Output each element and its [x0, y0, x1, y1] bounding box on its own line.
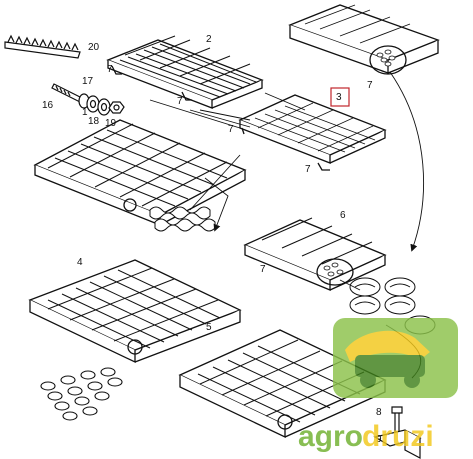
- callout-labels: 20 2 7 7 17 16 18 19 1 3 7 7 7 6 7 4 5 8…: [42, 34, 382, 445]
- part-2-upper-grate: [106, 35, 264, 109]
- callout-20: 20: [88, 42, 100, 53]
- callout-7e: 7: [367, 80, 373, 91]
- callout-9: 9: [376, 434, 382, 445]
- callout-3-highlight-box: [330, 87, 350, 107]
- callout-19: 19: [105, 118, 117, 129]
- callout-3: 3: [336, 92, 342, 103]
- callout-4: 4: [77, 257, 83, 268]
- top-right-sieve: [288, 4, 440, 75]
- callout-8: 8: [376, 407, 382, 418]
- part-17-washer: [86, 95, 100, 113]
- callout-17: 17: [82, 76, 94, 87]
- callout-2: 2: [206, 34, 212, 45]
- callout-16: 16: [42, 100, 54, 111]
- part-3-sieve-frame: [238, 94, 387, 171]
- callout-7b: 7: [177, 96, 183, 107]
- callout-18: 18: [88, 116, 100, 127]
- callout-7d: 7: [305, 164, 311, 175]
- part-20-comb-strip: [4, 34, 81, 59]
- corrugated-strips: [149, 206, 216, 232]
- part-16-bolt: [51, 83, 90, 109]
- watermark-text-druzi: druzi: [362, 420, 434, 453]
- callout-7a: 7: [107, 64, 113, 75]
- callout-7c: 7: [228, 124, 234, 135]
- watermark-text-agro: agro: [298, 420, 363, 453]
- callout-1: 1: [82, 107, 88, 118]
- part-4-large-grate: [28, 259, 242, 364]
- part-6-middle-sieve: [243, 217, 387, 291]
- part-1-large-grate: [33, 119, 247, 226]
- callout-6: 6: [340, 210, 346, 221]
- fastener-group: [51, 83, 125, 116]
- callout-7f: 7: [260, 264, 266, 275]
- loop-clips: [40, 367, 123, 421]
- part-18-washer: [97, 98, 111, 116]
- agrodruzi-watermark-logo: agro druzi: [298, 318, 458, 453]
- callout-5: 5: [206, 322, 212, 333]
- part-19-nut: [108, 101, 125, 114]
- part-9-bracket: [373, 429, 422, 459]
